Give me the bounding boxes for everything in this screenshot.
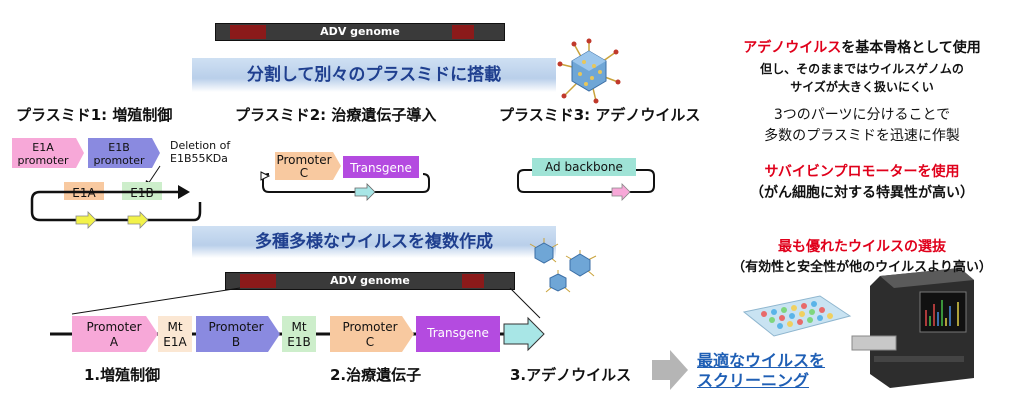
virus-2 xyxy=(569,253,591,277)
virus-cluster-icon xyxy=(529,238,597,293)
plasmid1-title: プラスミド1: 増殖制御 xyxy=(16,106,173,124)
mt-e1b-label: Mt E1B xyxy=(287,320,311,349)
gray-arrow-icon xyxy=(652,350,688,390)
mt-e1a-box xyxy=(158,316,192,352)
yellow-marker-2 xyxy=(127,211,149,229)
promoter-a-label: Promoter A xyxy=(86,320,142,349)
right-line-7: （がん細胞に対する特異性が高い） xyxy=(750,185,974,201)
plasmid3-title: プラスミド3: アデノウイルス xyxy=(499,106,701,124)
banner-multiple-text: 多種多様なウイルスを複数作成 xyxy=(255,232,493,252)
promoter-c-shape-construct xyxy=(330,316,414,352)
bottom-genome-region-right xyxy=(462,274,484,288)
right-line-1-rest: を基本骨格として使用 xyxy=(841,40,981,56)
ad-backbone-label: Ad backbone xyxy=(545,160,623,174)
ad-backbone-box xyxy=(532,158,636,176)
transgene-label-construct: Transgene xyxy=(427,326,489,340)
bottom-genome-region-left xyxy=(240,274,276,288)
pink-marker xyxy=(611,183,631,201)
banner-split-text: 分割して別々のプラスミドに搭載 xyxy=(246,65,502,85)
well-plate-illustration xyxy=(742,295,852,337)
instrument-tray xyxy=(851,335,897,351)
plasmid1-backbone xyxy=(30,190,202,222)
e1a-promoter-shape xyxy=(12,138,84,168)
bottom-genome-label: ADV genome xyxy=(330,274,410,287)
mt-e1a-label: Mt E1A xyxy=(163,320,187,349)
top-genome-label: ADV genome xyxy=(320,25,400,38)
right-line-6: サバイビンプロモーターを使用 xyxy=(764,164,960,180)
bottom-adv-genome-bar: ADV genome xyxy=(225,272,515,290)
expand-line-left xyxy=(71,287,241,315)
deletion-pointer-line xyxy=(147,165,161,185)
mt-e1b-box xyxy=(282,316,316,352)
cyan-arrow-construct xyxy=(503,316,545,352)
e1b-gene-label: E1B xyxy=(130,186,154,200)
plasmid1-direction-arrow xyxy=(178,185,190,199)
label-replication-control: 1.増殖制御 xyxy=(84,366,161,384)
plasmid2-title: プラスミド2: 治療遺伝子導入 xyxy=(235,106,437,124)
deletion-note: Deletion of E1B55KDa xyxy=(170,139,231,165)
instrument-screen xyxy=(919,291,967,333)
virus-3 xyxy=(549,273,567,292)
adenovirus-icon xyxy=(557,38,621,104)
right-line-3: サイズが大きく扱いにくい xyxy=(790,80,934,94)
promoter-a-shape xyxy=(72,316,158,352)
right-line-1: アデノウイルスを基本骨格として使用 xyxy=(700,37,1024,57)
promoter-c-label-p2: Promoter C xyxy=(276,153,332,180)
banner-split-plasmids: 分割して別々のプラスミドに搭載 xyxy=(192,58,556,92)
right-line-8: 最も優れたウイルスの選抜 xyxy=(778,239,946,255)
plasmid2-diagram xyxy=(260,152,430,201)
wells xyxy=(761,301,833,329)
plasmid1-diagram xyxy=(12,138,202,229)
label-adenovirus: 3.アデノウイルス xyxy=(510,366,632,384)
yellow-marker-1 xyxy=(75,211,97,229)
expand-line-right xyxy=(509,287,541,319)
transgene-label-p2: Transgene xyxy=(350,161,412,175)
right-line-9: （有効性と安全性が他のウイルスより高い） xyxy=(732,260,992,275)
plasmid3-diagram xyxy=(517,158,655,201)
right-line-4: 3つのパーツに分けることで xyxy=(773,107,951,123)
e1b-promoter-label: E1B promoter xyxy=(93,141,145,167)
transgene-box-p2 xyxy=(343,156,419,178)
analyzer-instrument-illustration xyxy=(851,268,974,388)
promoter-b-shape xyxy=(196,316,280,352)
transgene-box-construct xyxy=(416,316,500,352)
construct-diagram xyxy=(50,287,545,352)
genome-region-right xyxy=(452,25,474,39)
screening-link[interactable]: 最適なウイルスを スクリーニング xyxy=(697,351,826,390)
banner-multiple-viruses: 多種多様なウイルスを複数作成 xyxy=(192,226,556,258)
e1b-promoter-shape xyxy=(88,138,160,168)
promoter-c-label-construct: Promoter C xyxy=(342,320,398,349)
plasmid3-backbone xyxy=(517,169,655,193)
right-line-5: 多数のプラスミドを迅速に作製 xyxy=(764,128,960,144)
promoter-c-shape xyxy=(275,152,341,180)
e1a-promoter-label: E1A promoter xyxy=(17,141,69,167)
plasmid2-open-arrow xyxy=(260,171,271,181)
label-therapeutic-gene: 2.治療遺伝子 xyxy=(330,366,422,384)
promoter-b-label: Promoter B xyxy=(208,320,264,349)
genome-region-left xyxy=(230,25,266,39)
adenovirus-highlight: アデノウイルス xyxy=(743,40,842,56)
e1a-gene-label: E1A xyxy=(72,186,96,200)
cyan-marker xyxy=(354,183,376,201)
top-adv-genome-bar: ADV genome xyxy=(215,23,505,41)
right-line-2: 但し、そのままではウイルスゲノムの xyxy=(760,62,964,76)
